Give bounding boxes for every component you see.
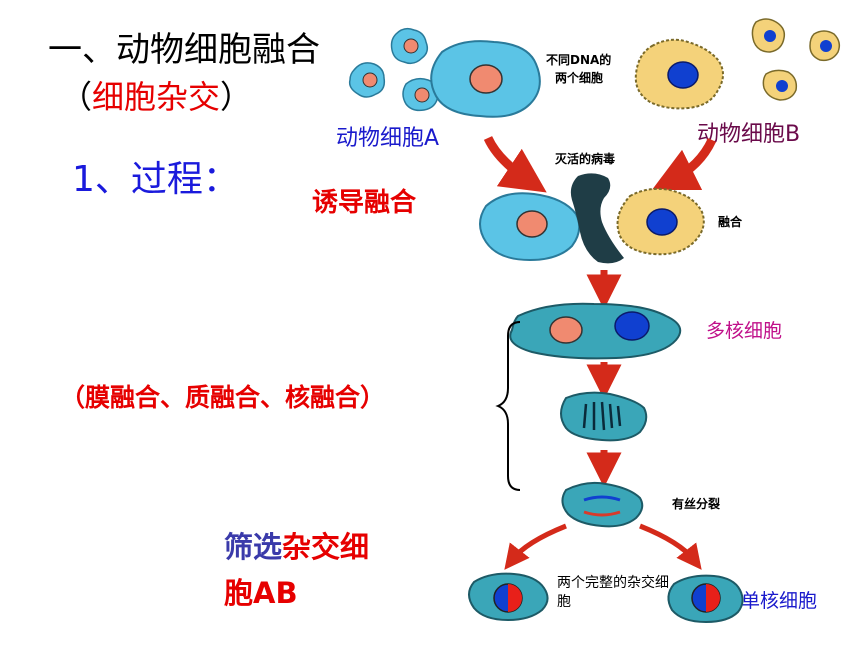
- curly-brace: [495, 321, 521, 491]
- dna-cells-text-2: 两个细胞: [555, 70, 603, 85]
- hybrid-cell-left: [468, 572, 549, 622]
- screen-line2: 胞AB: [224, 576, 298, 610]
- induce-fusion-label: 诱导融合: [312, 188, 417, 218]
- dna-cells-text: 不同DNA的: [546, 52, 611, 67]
- hybrid-cells-label: 两个完整的杂交细胞: [557, 575, 669, 610]
- fusion-cell-a: [479, 192, 581, 262]
- arrow-branch-left: [504, 523, 567, 570]
- subtitle-open: （: [60, 78, 93, 116]
- small-cell-a-3: [402, 77, 440, 112]
- screen-highlight: 杂交细: [282, 530, 370, 564]
- cell-a-label: 动物细胞A: [336, 126, 440, 151]
- subtitle-highlight: 细胞杂交: [92, 78, 221, 116]
- small-cell-b-2: [809, 30, 841, 62]
- arrow-a-to-fusion: [483, 135, 547, 193]
- page-title: 一、动物细胞融合: [48, 30, 320, 70]
- fusion-types-label: （膜融合、质融合、核融合）: [60, 383, 386, 412]
- fusion-text: 融合: [718, 214, 743, 229]
- virus-text: 灭活的病毒: [554, 151, 615, 166]
- small-cell-b-3: [762, 69, 798, 101]
- subtitle-close: ）: [220, 78, 253, 116]
- page-subtitle: （细胞杂交）: [60, 72, 252, 118]
- big-cell-a: [430, 40, 541, 118]
- mononucleate-label: 单核细胞: [741, 590, 818, 612]
- mitosis-text: 有丝分裂: [672, 496, 720, 511]
- multinucleate-cell: [509, 302, 682, 360]
- screen-label: 筛选杂交细胞AB: [224, 524, 444, 616]
- inactivated-virus: [570, 173, 624, 264]
- small-cell-a-2: [348, 62, 386, 98]
- small-cell-b-1: [751, 18, 786, 53]
- hybrid-cell-right: [667, 574, 744, 624]
- chromosome-cell: [560, 391, 648, 442]
- arrow-b-to-fusion: [651, 137, 717, 191]
- arrow-branch-right: [639, 523, 702, 570]
- multinucleate-label: 多核细胞: [706, 320, 783, 342]
- small-cell-a-1: [390, 27, 429, 65]
- mitosis-cell: [561, 481, 644, 528]
- step-heading: 1、过程：: [72, 159, 239, 200]
- fusion-cell-b: [616, 187, 705, 256]
- screen-prefix: 筛选: [224, 530, 283, 564]
- big-cell-b: [634, 38, 724, 110]
